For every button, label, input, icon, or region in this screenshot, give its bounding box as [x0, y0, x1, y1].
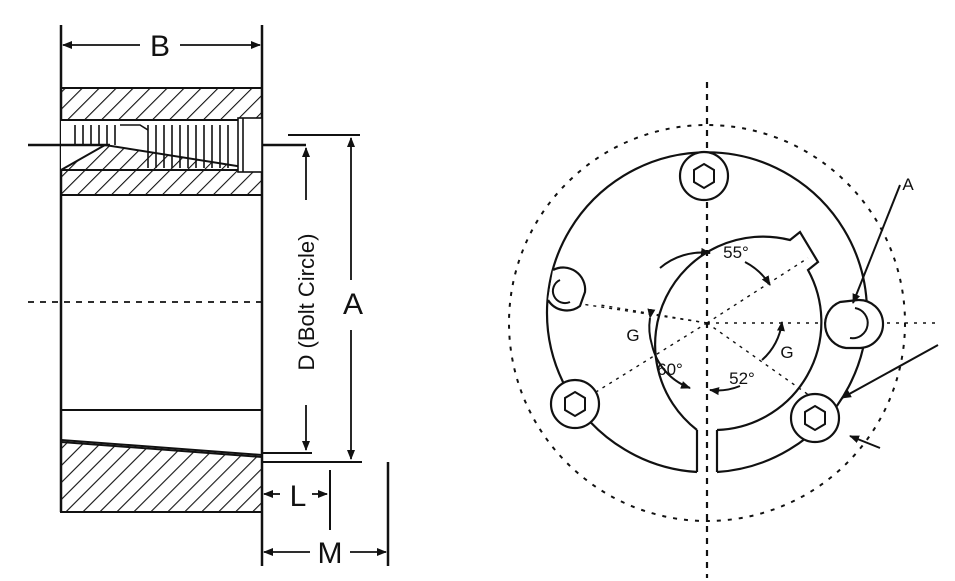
dimension-a-side [262, 134, 362, 463]
angle-arrows [647, 247, 785, 396]
dimension-m [263, 462, 390, 566]
label-l: L [290, 480, 307, 513]
label-angle-55: 55° [723, 243, 749, 262]
right-threaded-notch [824, 298, 885, 350]
label-angle-60: 60° [657, 360, 683, 379]
taper-line [60, 439, 263, 456]
bolt-threads [74, 117, 263, 173]
g-right-arrow [761, 321, 785, 361]
angle-52-arrow [709, 385, 741, 396]
leader-bolt-right-lower [849, 435, 881, 449]
lower-left-bolt-hole [549, 378, 601, 430]
label-angle-52: 52° [729, 369, 755, 388]
label-g-right: G [780, 343, 793, 362]
top-hatch-section [60, 87, 263, 121]
label-g-left: G [626, 326, 639, 345]
leader-a [852, 184, 901, 304]
angle-60-arrow [651, 344, 691, 389]
g-left-arrow [647, 308, 656, 346]
label-m: M [318, 537, 343, 570]
label-a-side: A [343, 288, 363, 321]
leader-bolt-right [841, 344, 939, 399]
side-view [28, 25, 306, 566]
label-b: B [150, 30, 170, 63]
front-view [508, 82, 940, 578]
left-threaded-notch [547, 266, 587, 312]
bottom-hatch-section [60, 440, 263, 513]
angle-55-arrow-right [744, 261, 771, 286]
dimension-l [263, 470, 331, 530]
top-bolt-hole [678, 150, 730, 202]
angle-55-arrow-left [659, 247, 711, 269]
dimension-d [262, 147, 312, 454]
label-a-front: A [902, 175, 914, 194]
lower-right-bolt-hole [789, 392, 841, 444]
leader-lines [841, 184, 939, 449]
upper-taper-hatch [60, 143, 263, 196]
radial-guide-lines [554, 257, 831, 411]
label-d-bolt-circle: D (Bolt Circle) [294, 234, 319, 371]
